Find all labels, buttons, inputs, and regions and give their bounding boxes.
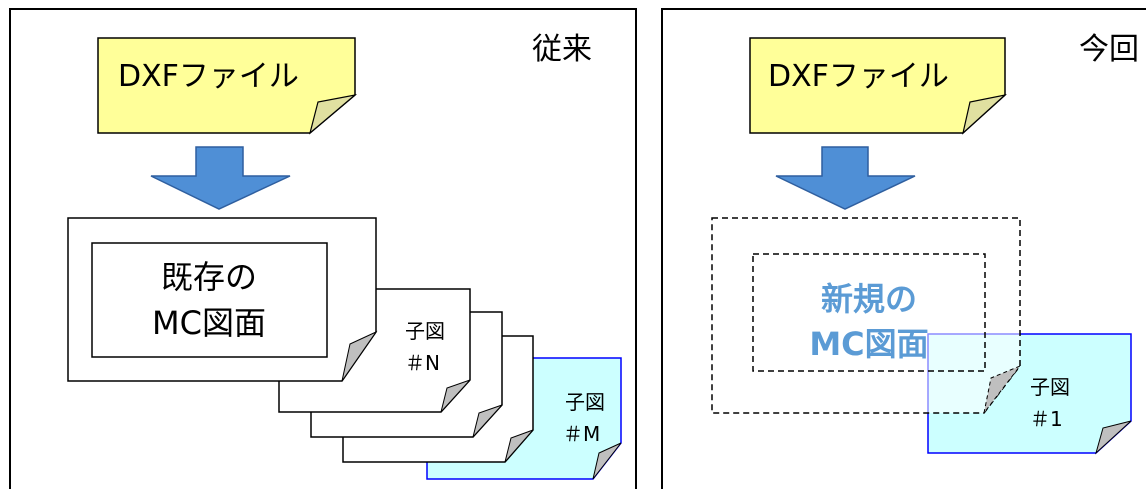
left-panel-tag: 従来 bbox=[532, 32, 592, 67]
child-doc-m-line1: 子図 bbox=[565, 390, 605, 414]
child-doc-n-line2: ＃N bbox=[405, 351, 440, 375]
left-down-arrow bbox=[150, 146, 291, 210]
right-panel-tag: 今回 bbox=[1079, 32, 1139, 67]
existing-mc-drawing: 既存の MC図面 bbox=[67, 217, 378, 382]
child-doc-1-line1: 子図 bbox=[1030, 375, 1070, 399]
existing-mc-drawing-line1: 既存の bbox=[161, 258, 257, 296]
left-source-note-label: DXFファイル bbox=[118, 59, 299, 94]
new-mc-drawing: 新規の MC図面 bbox=[711, 217, 1022, 414]
child-doc-1-line2: ＃1 bbox=[1030, 407, 1063, 431]
right-down-arrow bbox=[775, 146, 916, 210]
new-mc-drawing-line2: MC図面 bbox=[809, 325, 928, 363]
child-doc-n-line1: 子図 bbox=[405, 319, 445, 343]
new-mc-drawing-line1: 新規の bbox=[821, 280, 917, 318]
right-source-note: DXFファイル bbox=[749, 37, 1008, 135]
existing-mc-drawing-inner-frame bbox=[91, 242, 328, 358]
left-source-note: DXFファイル bbox=[97, 37, 358, 135]
existing-mc-drawing-line2: MC図面 bbox=[152, 304, 266, 342]
right-source-note-label: DXFファイル bbox=[768, 59, 949, 94]
right-panel: 今回 DXFファイル 子図 ＃1 新規の MC図面 bbox=[661, 8, 1146, 489]
child-doc-m-line2: ＃M bbox=[563, 422, 600, 446]
left-panel: 従来 DXFファイル 子図 ＃M 子図 ＃N bbox=[9, 8, 637, 489]
new-mc-drawing-inner-frame bbox=[752, 253, 986, 372]
